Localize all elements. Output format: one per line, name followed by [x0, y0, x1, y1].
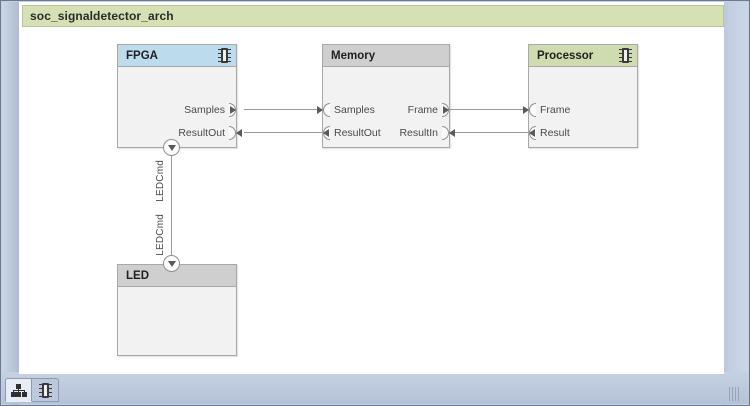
port-led-ledcmd[interactable] — [163, 255, 180, 272]
port-marker-input — [442, 126, 456, 140]
bottom-rail — [2, 372, 749, 404]
port-marker-input — [316, 103, 330, 117]
port-fpga-ledcmd[interactable] — [163, 139, 180, 156]
port-marker-input — [522, 126, 536, 140]
block-processor-body: Frame Result — [523, 67, 637, 147]
block-processor[interactable]: Processor Frame Re — [523, 44, 638, 148]
architecture-title-text: soc_signaldetector_arch — [30, 9, 174, 23]
tab-hierarchy-view[interactable] — [5, 378, 32, 402]
diagram-canvas[interactable]: soc_signaldetector_arch FPGA — [19, 2, 724, 374]
port-memory-samples-label: Samples — [334, 104, 375, 116]
block-fpga-title: FPGA — [126, 49, 158, 62]
block-led-title: LED — [126, 269, 149, 282]
block-memory-body: Samples ResultOut Frame ResultIn — [317, 67, 455, 147]
port-fpga-samples-label: Samples — [184, 104, 225, 116]
wire-frame[interactable] — [450, 109, 528, 110]
triangle-down-icon — [167, 144, 176, 151]
resize-grip[interactable] — [729, 387, 745, 401]
port-memory-resultout-label: ResultOut — [334, 127, 381, 139]
wire-label-ledcmd-lower: LEDCmd — [155, 214, 166, 256]
port-fpga-resultout[interactable]: ResultOut — [178, 126, 243, 140]
port-marker-output — [442, 103, 456, 117]
port-marker-input — [316, 126, 330, 140]
port-memory-resultin-label: ResultIn — [399, 127, 438, 139]
view-tab-bar — [5, 376, 59, 402]
block-memory-title: Memory — [331, 49, 376, 62]
wire-ledcmd[interactable] — [171, 154, 172, 264]
block-led[interactable]: LED — [117, 264, 237, 356]
block-led-header: LED — [118, 265, 236, 287]
chip-icon — [38, 382, 52, 398]
port-processor-frame[interactable]: Frame — [522, 103, 570, 117]
port-marker-input — [229, 126, 243, 140]
port-marker-input — [522, 103, 536, 117]
port-memory-frame-label: Frame — [407, 104, 438, 116]
tab-chip-view[interactable] — [32, 378, 59, 402]
block-fpga-body: Samples ResultOut — [118, 67, 242, 147]
block-fpga[interactable]: FPGA Samples ResultOut — [117, 44, 242, 148]
wire-resultin[interactable] — [450, 132, 528, 133]
port-fpga-resultout-label: ResultOut — [178, 127, 225, 139]
block-memory-header: Memory — [323, 45, 449, 67]
block-memory[interactable]: Memory Samples ResultOut Frame — [317, 44, 455, 148]
triangle-down-icon — [167, 260, 176, 267]
port-memory-frame[interactable]: Frame — [408, 103, 456, 117]
port-processor-result[interactable]: Result — [522, 126, 570, 140]
left-rail — [2, 2, 19, 405]
port-memory-resultin[interactable]: ResultIn — [399, 126, 456, 140]
wire-label-ledcmd-upper: LEDCmd — [155, 160, 166, 202]
block-fpga-header: FPGA — [118, 45, 236, 67]
port-processor-result-label: Result — [540, 127, 570, 139]
port-fpga-samples[interactable]: Samples — [184, 103, 243, 117]
chip-icon — [218, 48, 231, 63]
block-processor-header: Processor — [529, 45, 637, 67]
port-processor-frame-label: Frame — [540, 104, 571, 116]
port-marker-output — [229, 103, 243, 117]
hierarchy-tree-icon — [10, 383, 27, 397]
block-processor-title: Processor — [537, 49, 594, 62]
right-rail[interactable] — [722, 2, 748, 405]
port-memory-resultout[interactable]: ResultOut — [316, 126, 381, 140]
wire-samples[interactable] — [244, 109, 322, 110]
block-led-body — [118, 287, 236, 355]
port-memory-samples[interactable]: Samples — [316, 103, 375, 117]
chip-icon — [619, 48, 632, 63]
wire-resultout[interactable] — [244, 132, 322, 133]
architecture-title-bar[interactable]: soc_signaldetector_arch — [22, 5, 724, 27]
